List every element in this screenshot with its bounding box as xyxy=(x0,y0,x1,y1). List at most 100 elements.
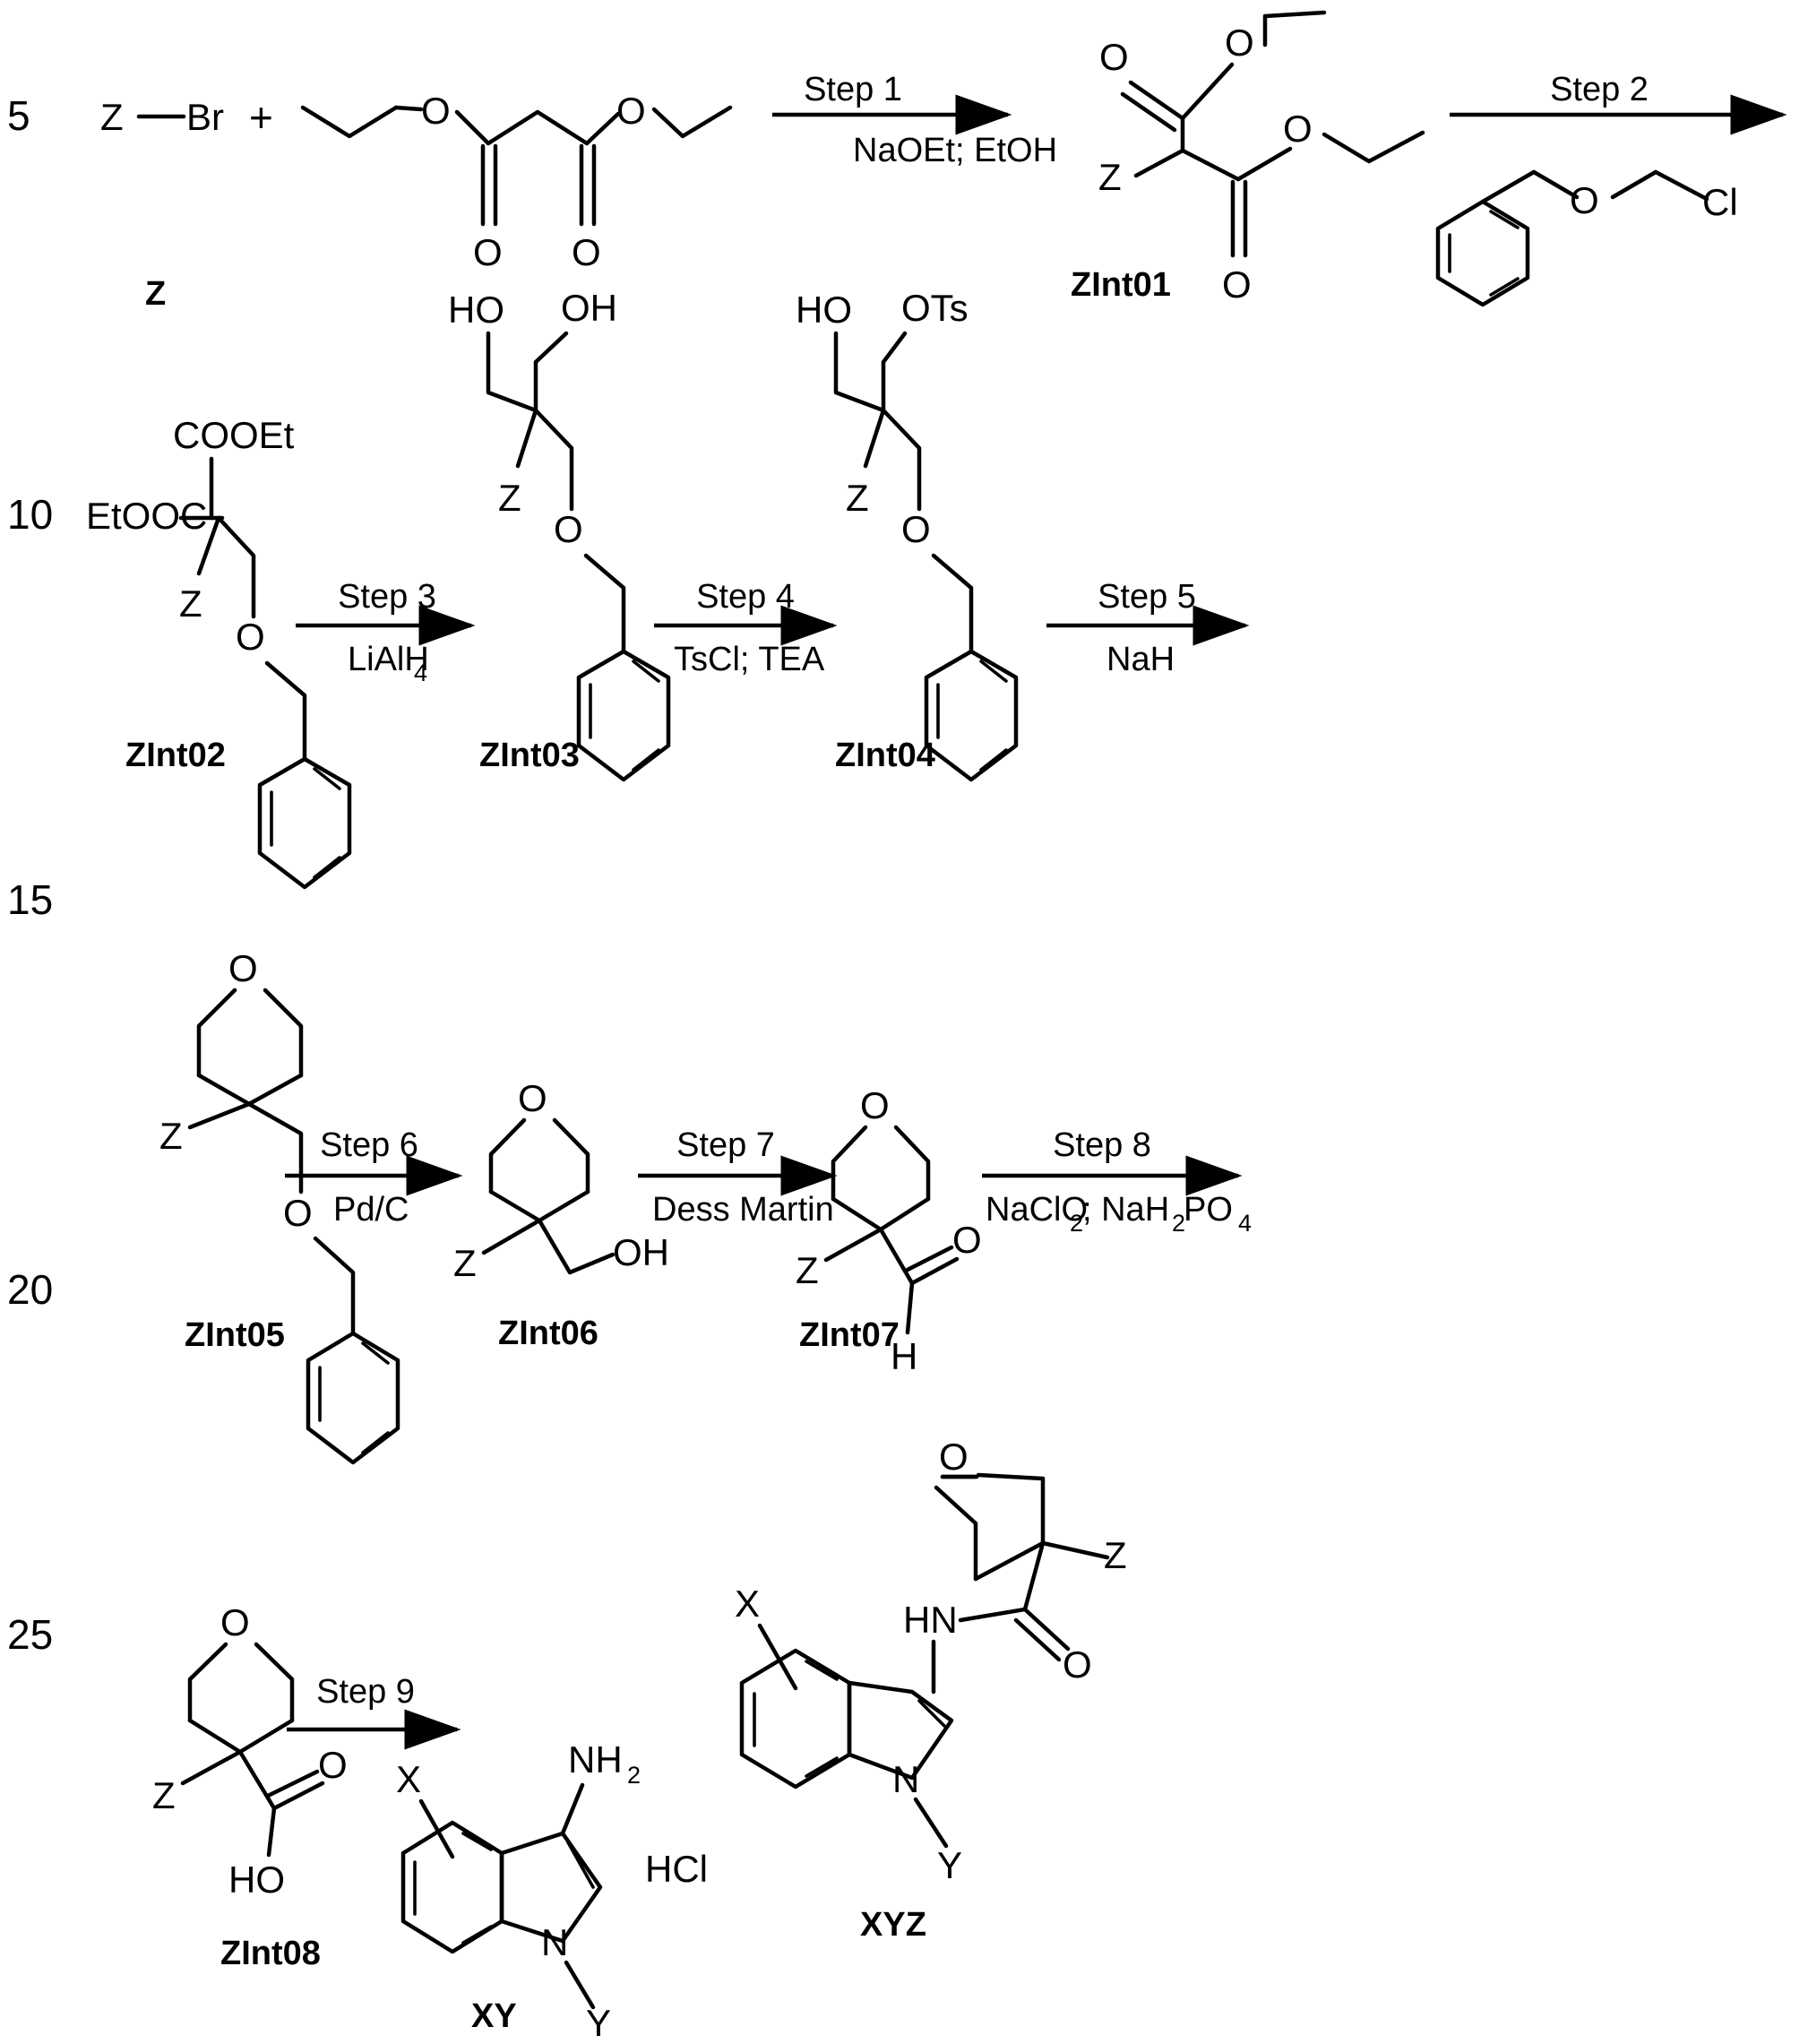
bond-oxetane-CH2O-int05 xyxy=(246,1101,304,1194)
atom-O-carbonyl-right: O xyxy=(572,231,601,273)
atom-O-int01-carbonyl-bot: O xyxy=(1222,263,1252,306)
step-5-reagents: NaH xyxy=(1106,641,1175,678)
bond-int01-co-b xyxy=(1120,91,1177,133)
atom-O-amide-xyz: O xyxy=(1063,1643,1092,1686)
bond-O-CH2 xyxy=(1610,169,1658,200)
oxetane-int06-left xyxy=(488,1117,527,1194)
compound-label-ZInt07: ZInt07 xyxy=(799,1316,900,1354)
oxetane-int08-left xyxy=(187,1642,228,1723)
bond-COOH-dbl-a xyxy=(271,1781,325,1811)
bond-int01-C-O2 xyxy=(1235,146,1293,182)
step-4-label: Step 4 xyxy=(696,578,795,616)
atom-O-oxetane-int07: O xyxy=(860,1084,890,1126)
bond-O-benzyl-int02 xyxy=(264,660,307,762)
bond-to-O-left xyxy=(393,105,424,112)
bond-oxetane-CH2OH-int06 xyxy=(537,1218,616,1275)
bond-int01-to-C2 xyxy=(1180,148,1241,182)
pyrrole-ring-xy xyxy=(499,1831,603,1944)
aromatic-int03-3 xyxy=(632,748,660,772)
oxetane-int06-right xyxy=(552,1117,590,1194)
bond-oxetane-Z-xyz xyxy=(1040,1540,1110,1560)
step-3-reagents: LiAlH xyxy=(348,641,429,678)
margin-number-25: 25 xyxy=(7,1611,53,1658)
bond-OTs-CH2-quat-int04 xyxy=(881,331,908,413)
bond-CO-dbl-b-xyz xyxy=(1013,1617,1062,1662)
bond-quat-Z-int04 xyxy=(863,408,886,469)
compound-label-ZInt06: ZInt06 xyxy=(498,1315,598,1352)
oxetane-int07-right xyxy=(893,1125,931,1202)
oxetane-int08-right xyxy=(254,1642,295,1723)
atom-Z-int06: Z xyxy=(453,1242,477,1284)
atom-Y-xy: Y xyxy=(586,2002,611,2044)
oxetane-xyz-diag xyxy=(973,1540,1046,1582)
bond-C-O-right xyxy=(584,111,621,146)
oxetane-int07-br xyxy=(878,1196,931,1232)
oxetane-int07-bl xyxy=(831,1196,883,1232)
step-9-label: Step 9 xyxy=(316,1673,415,1711)
aromatic-xyz-2 xyxy=(805,1660,839,1681)
margin-number-10: 10 xyxy=(7,491,53,538)
bond-oxetane-Z-int06 xyxy=(481,1218,542,1255)
step-8-reagents-c: PO xyxy=(1184,1191,1233,1229)
atom-NH2-xy: NH xyxy=(568,1738,623,1781)
atom-O-int01-ester-top: O xyxy=(1225,22,1254,64)
pyrrole-ring-xyz xyxy=(847,1680,954,1781)
atom-Z-int05: Z xyxy=(159,1115,183,1157)
bond-X-substituent-xyz xyxy=(757,1623,798,1691)
aromatic-xy-2 xyxy=(461,1832,493,1851)
bond-O-C-left xyxy=(454,109,491,146)
bond-X-substituent-xy xyxy=(418,1798,455,1859)
compound-label-Z: Z xyxy=(145,275,166,313)
atom-X-xyz: X xyxy=(735,1583,760,1625)
bond-ethyl-right xyxy=(651,105,733,139)
atom-O-bomcl: O xyxy=(1570,179,1599,221)
oxetane-int05-bl xyxy=(196,1073,252,1107)
atom-Z-int04: Z xyxy=(846,477,869,519)
step-1-reagents: NaOEt; EtOH xyxy=(853,132,1057,169)
bond-CO-dbl-a-xyz xyxy=(1022,1607,1071,1652)
bond-N-Y-xy xyxy=(564,1960,596,2010)
benzene-ring-int05 xyxy=(306,1331,400,1465)
benzene-ring-int02 xyxy=(257,756,352,890)
bond-CHO-dbl-a-int07 xyxy=(909,1256,960,1286)
atom-O-carbonyl-left: O xyxy=(473,231,503,273)
label-OH-int03: OH xyxy=(561,287,617,329)
oxetane-int05-left xyxy=(196,988,237,1078)
atom-NH2-subscript-xy: 2 xyxy=(627,1762,641,1789)
benzo-ring-xy xyxy=(400,1820,504,1954)
atom-O-ester-left: O xyxy=(421,90,451,132)
compound-label-ZInt01: ZInt01 xyxy=(1071,266,1171,304)
bond-O-benzyl-int03 xyxy=(583,553,626,654)
step-8-reagents-b: ; NaH xyxy=(1082,1191,1169,1229)
bond-quat-CH2O-int04 xyxy=(881,408,922,512)
bond-int01-ethyl-bot xyxy=(1322,130,1425,164)
aromatic-int04-3 xyxy=(979,748,1008,772)
oxetane-int06-bl xyxy=(488,1189,542,1223)
bond-int01-co-a xyxy=(1128,80,1185,121)
aromatic-int02-3 xyxy=(313,856,341,879)
atom-O-int02: O xyxy=(236,616,265,658)
label-HO-int03: HO xyxy=(448,289,504,331)
bond-quat-Z-int03 xyxy=(515,408,538,469)
bond-HO-CH2-quat-int03 xyxy=(486,331,538,413)
bond-HO-CH2-quat-int04 xyxy=(833,331,886,413)
atom-Z-int08: Z xyxy=(152,1774,176,1816)
oxetane-int05-br xyxy=(246,1073,304,1107)
bond-oxetane-Z-int05 xyxy=(187,1101,252,1130)
compound-label-ZInt05: ZInt05 xyxy=(185,1316,285,1354)
step-4-reagents: TsCl; TEA xyxy=(674,641,825,678)
atom-Br: Br xyxy=(186,96,224,138)
aromatic-int02-2 xyxy=(313,767,341,790)
bond-oxetane-Z-int08 xyxy=(180,1749,243,1786)
atom-Y-xyz: Y xyxy=(937,1844,962,1886)
aromatic-xy-4 xyxy=(566,1841,595,1889)
aromatic-inner-3 xyxy=(1489,277,1520,297)
atom-Z-int03: Z xyxy=(498,477,521,519)
step-2-label: Step 2 xyxy=(1550,71,1649,108)
label-HO-int04: HO xyxy=(796,289,852,331)
step-8-reagents-c-sub: 4 xyxy=(1238,1210,1252,1237)
atom-O-int03: O xyxy=(554,508,583,550)
atom-N-indole-xyz: N xyxy=(892,1758,919,1800)
compound-label-XYZ: XYZ xyxy=(860,1906,926,1944)
